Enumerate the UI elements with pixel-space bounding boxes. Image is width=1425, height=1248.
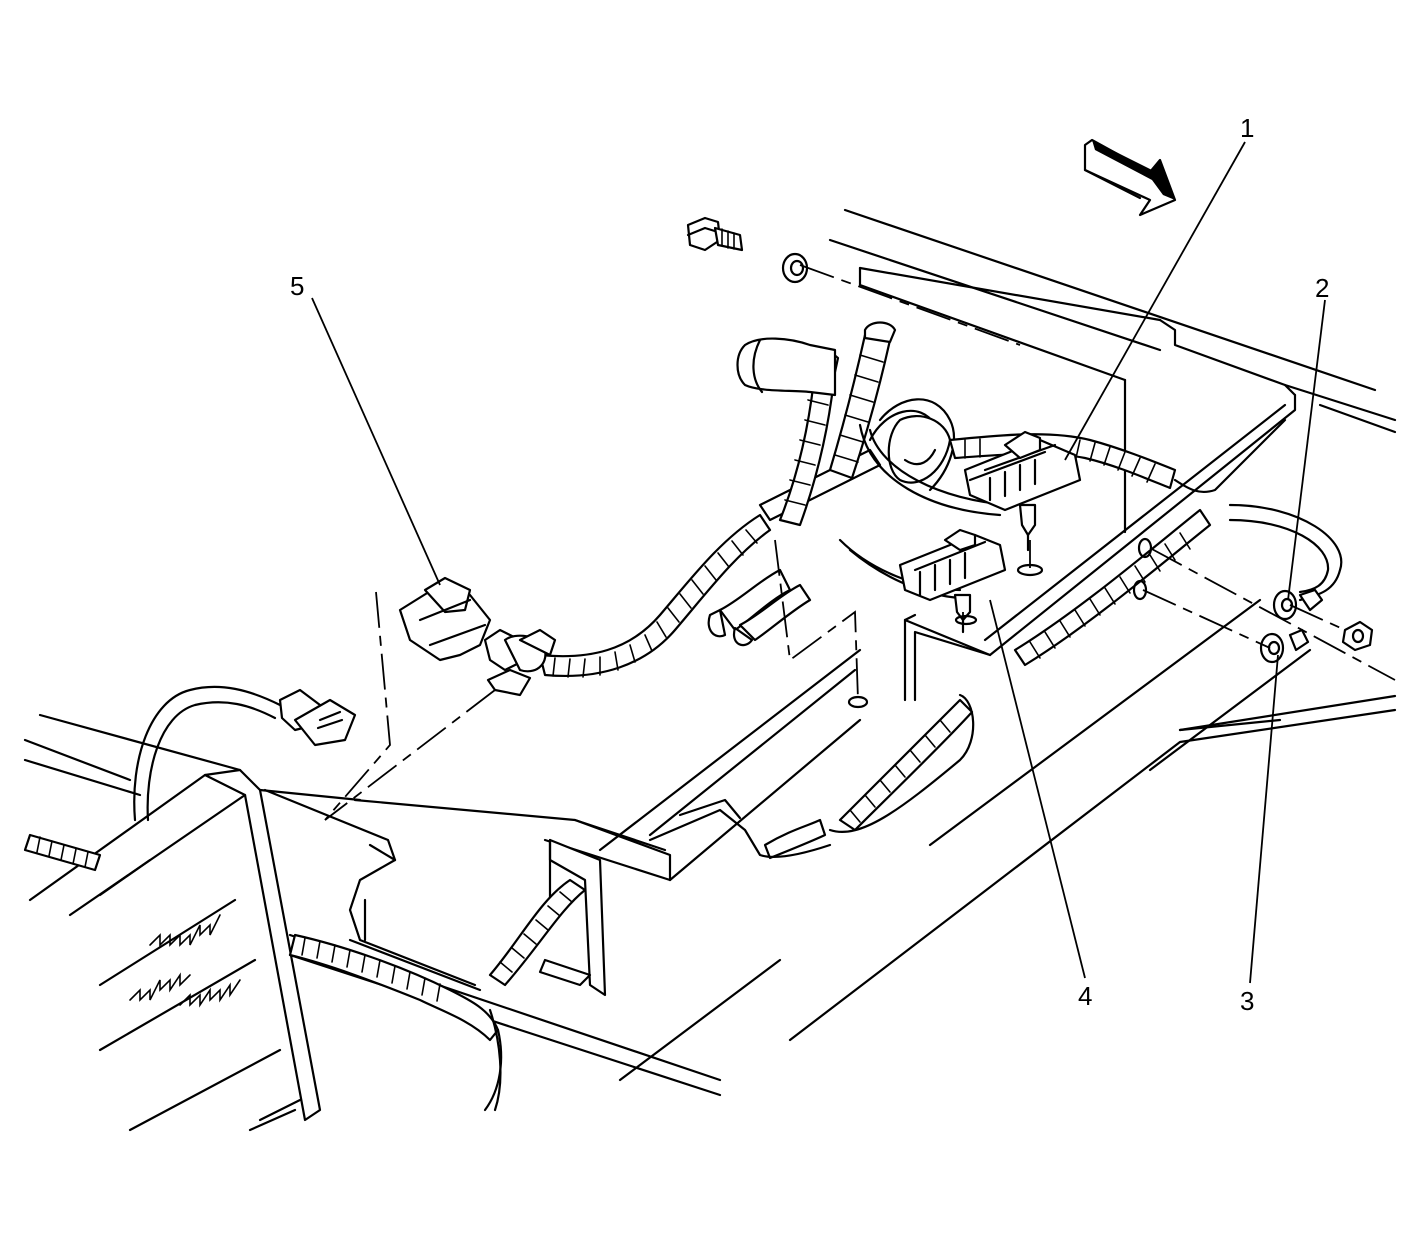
grommet-2 <box>1272 588 1324 621</box>
callout-labels: 1 2 3 4 5 <box>290 113 1329 1016</box>
connector-5 <box>398 576 557 697</box>
nut <box>1341 620 1374 652</box>
alignment-lines <box>324 264 1396 821</box>
wiring-harness-loom <box>23 321 1343 1112</box>
front-direction-arrow-icon <box>1083 138 1177 217</box>
callout-5: 5 <box>290 271 304 301</box>
vehicle-frame <box>23 208 1397 1132</box>
callout-3: 3 <box>1240 986 1254 1016</box>
mounting-holes <box>847 537 1153 709</box>
callout-2: 2 <box>1315 273 1329 303</box>
callout-leaders <box>311 141 1326 984</box>
connector-1 <box>963 430 1082 577</box>
mating-connector <box>278 688 357 747</box>
connector-4 <box>898 528 1007 634</box>
bolt-and-washer <box>686 216 809 284</box>
callout-4: 4 <box>1078 981 1092 1011</box>
callout-1: 1 <box>1240 113 1254 143</box>
